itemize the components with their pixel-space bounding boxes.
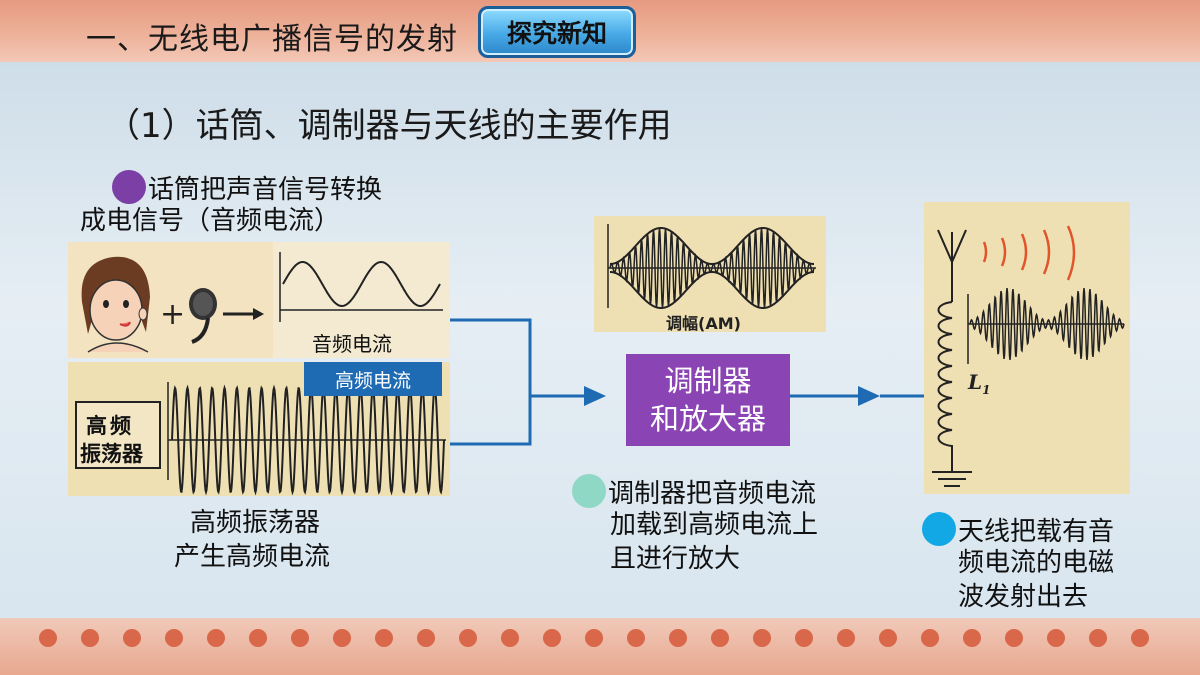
- antenna-illustration: [932, 225, 1125, 487]
- bullet-icon: [922, 512, 956, 546]
- footer-dot: [543, 629, 561, 647]
- oscillator-caption-line2: 产生高频电流: [174, 542, 331, 572]
- footer-dot: [207, 629, 225, 647]
- footer-dot: [165, 629, 183, 647]
- antenna-note-line2: 频电流的电磁: [958, 548, 1115, 578]
- modulator-note: 调制器把音频电流: [572, 474, 816, 511]
- coil-label-letter: L: [968, 370, 983, 394]
- audio-panel: + 音频电流: [68, 242, 450, 358]
- radio-waves-icon: [982, 225, 1076, 281]
- audio-panel-label: 音频电流: [312, 332, 392, 356]
- footer-dot: [39, 629, 57, 647]
- footer-dot: [1131, 629, 1149, 647]
- section-badge: 探究新知: [478, 6, 636, 58]
- oscillator-illustration: [75, 382, 446, 496]
- footer-dot: [627, 629, 645, 647]
- coil-label-subscript: 1: [982, 383, 991, 397]
- section-heading: （1）话筒、调制器与天线的主要作用: [106, 106, 672, 146]
- footer-dot: [1005, 629, 1023, 647]
- modulator-box: 调制器 和放大器: [626, 354, 790, 446]
- arrow-right-icon: [584, 386, 606, 406]
- footer-dot: [81, 629, 99, 647]
- footer-dot: [963, 629, 981, 647]
- high-frequency-label: 高频电流: [304, 362, 442, 396]
- microphone-icon: [189, 288, 217, 344]
- footer-dot: [879, 629, 897, 647]
- svg-text:+: +: [160, 297, 185, 332]
- arrow-icon: [223, 308, 264, 320]
- bullet-icon: [572, 474, 606, 508]
- modulator-note-line3: 且进行放大: [610, 544, 741, 574]
- oscillator-caption-line1: 高频振荡器: [190, 508, 321, 538]
- arrow-right-icon: [858, 386, 880, 406]
- modulator-note-line2: 加载到高频电流上: [610, 510, 819, 540]
- am-label: 调幅(AM): [666, 314, 741, 333]
- footer-dot: [333, 629, 351, 647]
- footer-dot: [795, 629, 813, 647]
- footer-dot: [669, 629, 687, 647]
- footer-band: [0, 618, 1200, 675]
- footer-dot: [417, 629, 435, 647]
- footer-dot: [837, 629, 855, 647]
- footer-dot: [711, 629, 729, 647]
- footer-dot: [291, 629, 309, 647]
- microphone-note: 话筒把声音信号转换: [112, 170, 382, 207]
- footer-dot: [249, 629, 267, 647]
- footer-dot: [921, 629, 939, 647]
- page-title: 一、无线电广播信号的发射: [86, 22, 458, 57]
- footer-dot: [501, 629, 519, 647]
- coil-label: L1: [968, 370, 990, 397]
- antenna-note: 天线把载有音: [922, 512, 1114, 549]
- antenna-note-line3: 波发射出去: [958, 582, 1089, 612]
- modulator-line1: 调制器: [664, 364, 752, 398]
- footer-dot: [753, 629, 771, 647]
- antenna-icon: [937, 229, 967, 302]
- oscillator-box-line1: 高频: [86, 414, 134, 438]
- bullet-icon: [112, 170, 146, 204]
- footer-dot: [1089, 629, 1107, 647]
- coil-icon: [937, 301, 953, 454]
- footer-dot: [1047, 629, 1065, 647]
- microphone-note-line2: 成电信号（音频电流）: [80, 206, 341, 236]
- am-wave-illustration: [607, 224, 816, 309]
- antenna-panel: L1: [924, 202, 1130, 494]
- audio-illustration: +: [68, 242, 450, 358]
- antenna-note-line1: 天线把载有音: [958, 517, 1115, 547]
- footer-dot: [585, 629, 603, 647]
- am-panel: 调幅(AM): [594, 216, 826, 333]
- footer-dot: [375, 629, 393, 647]
- footer-dot: [459, 629, 477, 647]
- oscillator-box-line2: 振荡器: [80, 442, 143, 466]
- modulator-line2: 和放大器: [649, 402, 766, 436]
- footer-dot: [123, 629, 141, 647]
- footer-dots: [39, 629, 1149, 647]
- modulator-note-line1: 调制器把音频电流: [608, 479, 817, 509]
- microphone-note-line1: 话筒把声音信号转换: [148, 175, 383, 205]
- girl-icon: [81, 256, 150, 353]
